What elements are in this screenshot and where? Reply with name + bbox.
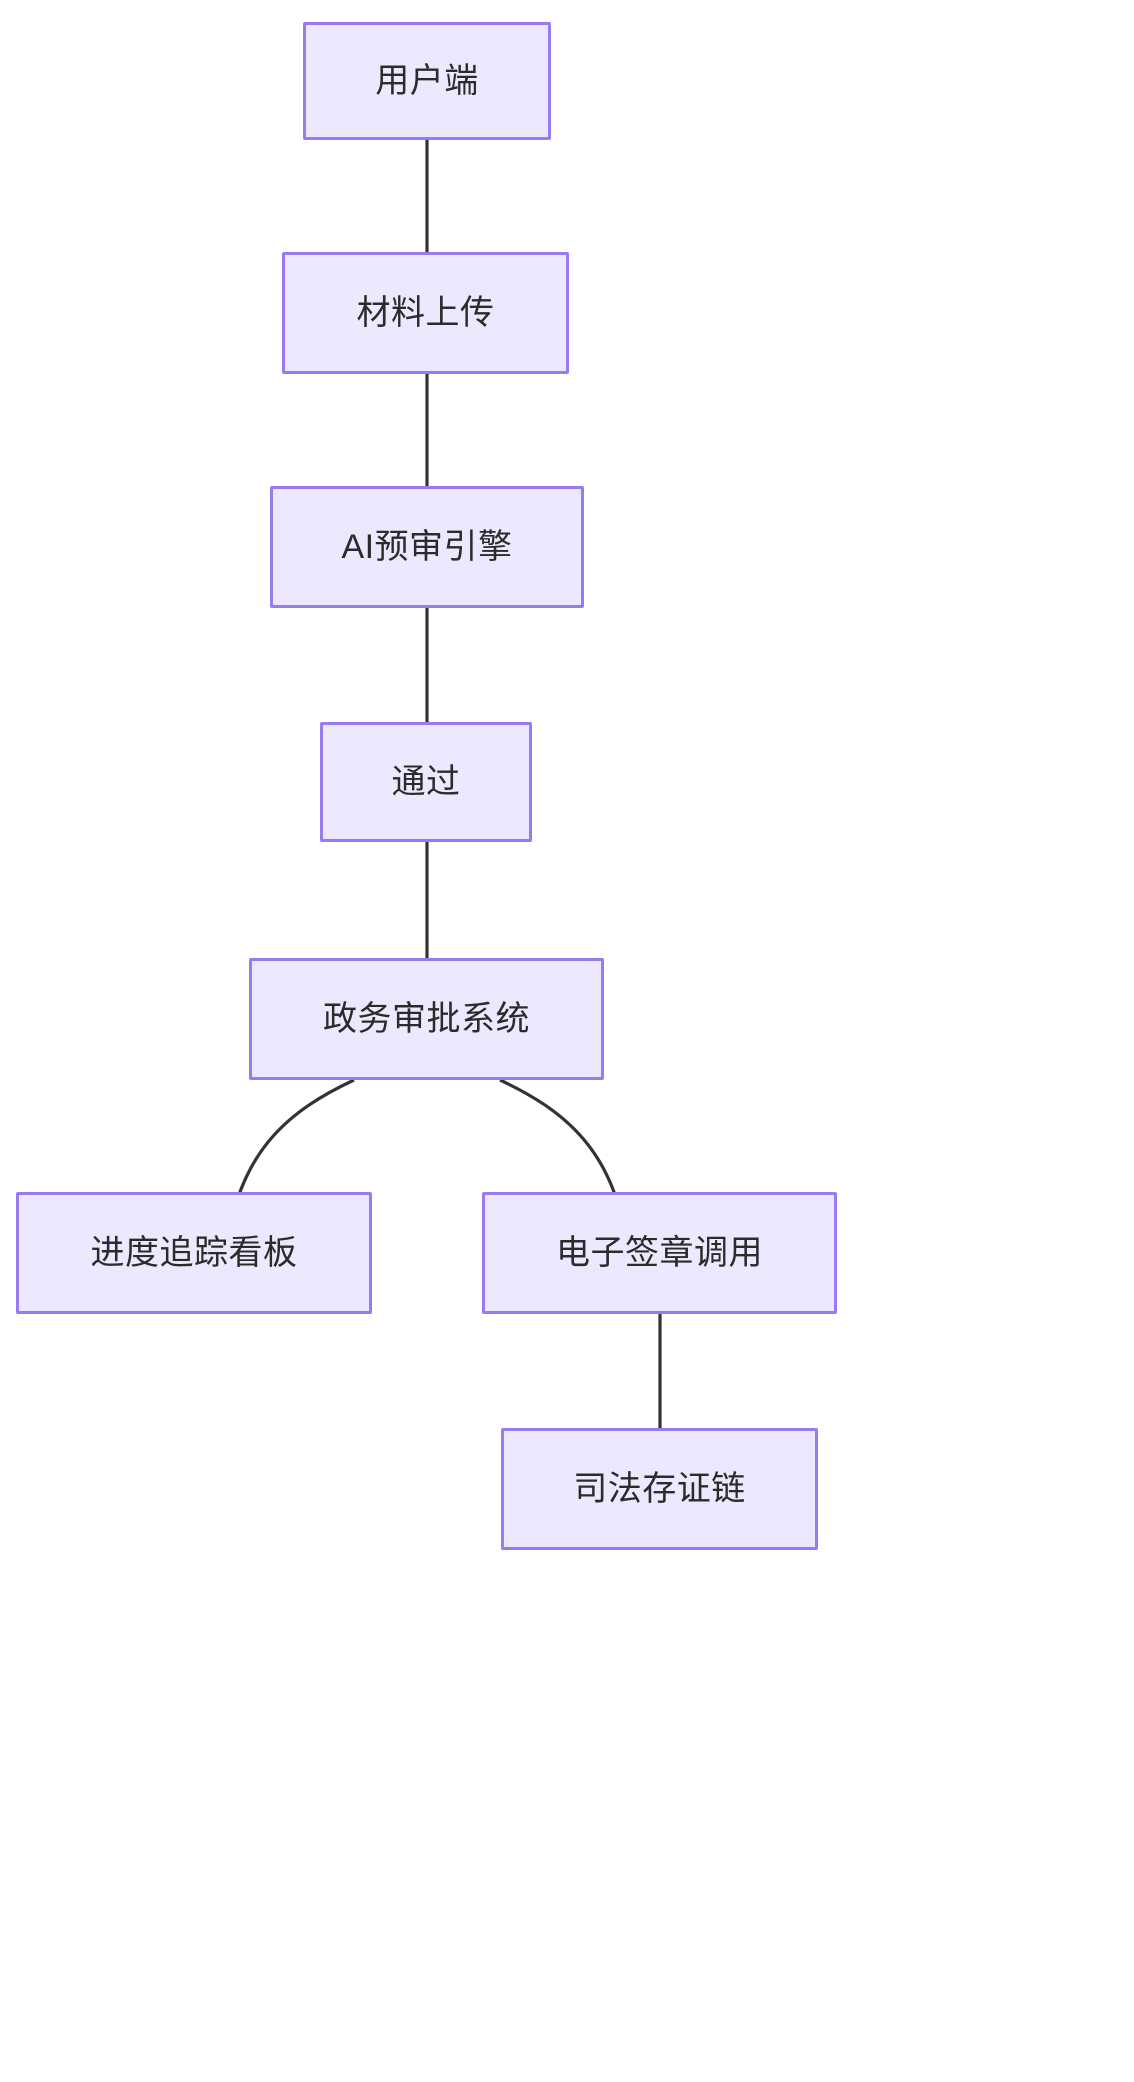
node-label: 司法存证链 — [573, 1469, 746, 1508]
node-material-upload[interactable]: 材料上传 — [282, 252, 569, 374]
node-label: 用户端 — [375, 61, 479, 100]
node-ai-prereview[interactable]: AI预审引擎 — [270, 486, 584, 608]
node-gov-approval[interactable]: 政务审批系统 — [249, 958, 604, 1080]
node-pass[interactable]: 通过 — [320, 722, 532, 842]
node-judicial-chain[interactable]: 司法存证链 — [501, 1428, 818, 1550]
node-label: 进度追踪看板 — [90, 1233, 298, 1272]
node-label: 通过 — [391, 762, 461, 801]
node-label: 电子签章调用 — [556, 1233, 763, 1272]
node-user-terminal[interactable]: 用户端 — [303, 22, 551, 140]
node-progress-board[interactable]: 进度追踪看板 — [16, 1192, 372, 1314]
node-label: 政务审批系统 — [323, 999, 530, 1038]
node-eseal-invoke[interactable]: 电子签章调用 — [482, 1192, 837, 1314]
node-label: AI预审引擎 — [341, 527, 513, 566]
node-label: 材料上传 — [356, 293, 495, 332]
